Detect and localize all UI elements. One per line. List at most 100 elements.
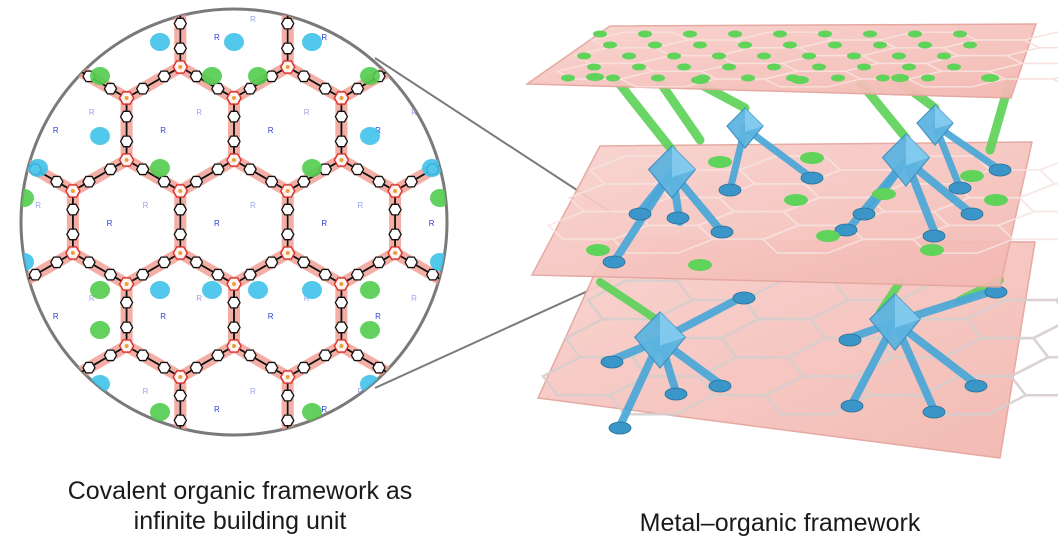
blue-foot-disc — [949, 182, 971, 194]
boron-atom — [393, 437, 397, 441]
phenyl-ring — [228, 111, 240, 121]
green-linker-disc — [693, 42, 707, 49]
blue-foot-disc — [839, 334, 861, 346]
phenyl-ring — [0, 164, 9, 174]
phenyl-ring — [29, 350, 41, 360]
r-group-label: R — [214, 33, 220, 42]
cyan-node-cap — [430, 253, 450, 271]
net-hexagon — [1053, 71, 1058, 87]
green-linker-disc — [587, 64, 601, 71]
phenyl-ring — [29, 350, 41, 360]
r-group-label: R — [107, 33, 113, 42]
boron-atom — [232, 96, 236, 100]
boron-atom — [178, 3, 182, 7]
green-linker-disc — [802, 53, 816, 60]
green-linker-disc — [586, 73, 604, 81]
boron-atom — [125, 344, 129, 348]
blue-foot-disc — [719, 184, 741, 196]
phenyl-ring — [51, 0, 63, 1]
cyan-node-cap — [90, 375, 110, 393]
green-linker-disc — [577, 53, 591, 60]
phenyl-ring — [190, 71, 202, 81]
phenyl-ring — [266, 0, 278, 1]
r-group-label: R — [268, 312, 274, 321]
blue-foot-disc — [985, 286, 1007, 298]
r-group-label: R — [89, 108, 95, 117]
boron-atom — [71, 3, 75, 7]
phenyl-ring — [0, 164, 9, 174]
boron-atom — [554, 158, 558, 162]
blue-foot-disc — [665, 388, 687, 400]
phenyl-ring — [174, 229, 186, 239]
boron-atom — [125, 468, 129, 472]
cof-pore-bond — [0, 67, 19, 191]
boroxine-node — [66, 0, 80, 11]
phenyl-ring — [137, 456, 149, 466]
green-linker-disc — [872, 188, 896, 200]
green-linker-disc — [561, 75, 575, 82]
phenyl-ring — [13, 136, 25, 146]
green-linker-disc — [622, 53, 636, 60]
phenyl-ring — [13, 297, 25, 307]
blue-foot-disc — [733, 292, 755, 304]
boron-atom — [232, 468, 236, 472]
phenyl-ring — [137, 84, 149, 94]
boron-atom — [71, 189, 75, 193]
phenyl-ring — [389, 229, 401, 239]
green-linker-disc — [891, 74, 909, 82]
boron-atom — [447, 468, 451, 472]
green-linker-disc — [648, 42, 662, 49]
green-linker-disc — [691, 76, 709, 84]
green-linker-disc — [757, 53, 771, 60]
phenyl-ring — [389, 415, 401, 425]
blue-foot-disc — [667, 212, 689, 224]
green-linker-disc — [606, 75, 620, 82]
blue-foot-disc — [609, 422, 631, 434]
boron-atom — [339, 468, 343, 472]
phenyl-ring — [29, 456, 41, 466]
blue-foot-disc — [961, 208, 983, 220]
phenyl-ring — [190, 443, 202, 453]
phenyl-ring — [244, 456, 256, 466]
cof-pore-bond — [0, 0, 73, 98]
boron-atom — [500, 3, 504, 7]
green-node-cap — [202, 67, 222, 85]
green-linker-disc — [651, 75, 665, 82]
blue-foot-disc — [601, 356, 623, 368]
green-linker-disc — [908, 31, 922, 38]
phenyl-ring — [443, 136, 455, 146]
phenyl-ring — [105, 456, 117, 466]
phenyl-ring — [190, 443, 202, 453]
phenyl-ring — [83, 0, 95, 1]
phenyl-ring — [480, 177, 492, 187]
r-group-label: R — [518, 294, 524, 303]
boron-atom — [286, 3, 290, 7]
blue-foot-disc — [923, 406, 945, 418]
phenyl-ring — [443, 111, 455, 121]
phenyl-ring — [228, 322, 240, 332]
green-linker-disc — [981, 74, 999, 82]
phenyl-ring — [13, 111, 25, 121]
boron-atom — [500, 189, 504, 193]
phenyl-ring — [105, 270, 117, 280]
boron-atom — [71, 251, 75, 255]
phenyl-ring — [137, 350, 149, 360]
phenyl-ring — [29, 270, 41, 280]
green-node-cap — [248, 67, 268, 85]
green-linker-disc — [712, 53, 726, 60]
phenyl-ring — [389, 43, 401, 53]
phenyl-ring — [158, 71, 170, 81]
phenyl-ring — [244, 164, 256, 174]
phenyl-ring — [459, 270, 471, 280]
boron-atom — [125, 282, 129, 286]
phenyl-ring — [51, 257, 63, 267]
phenyl-ring — [352, 456, 364, 466]
r-group-label: R — [143, 387, 149, 396]
phenyl-ring — [266, 0, 278, 1]
phenyl-ring — [105, 84, 117, 94]
phenyl-ring — [335, 136, 347, 146]
phenyl-ring — [244, 456, 256, 466]
boroxine-node — [120, 464, 134, 476]
green-linker-disc — [831, 75, 845, 82]
